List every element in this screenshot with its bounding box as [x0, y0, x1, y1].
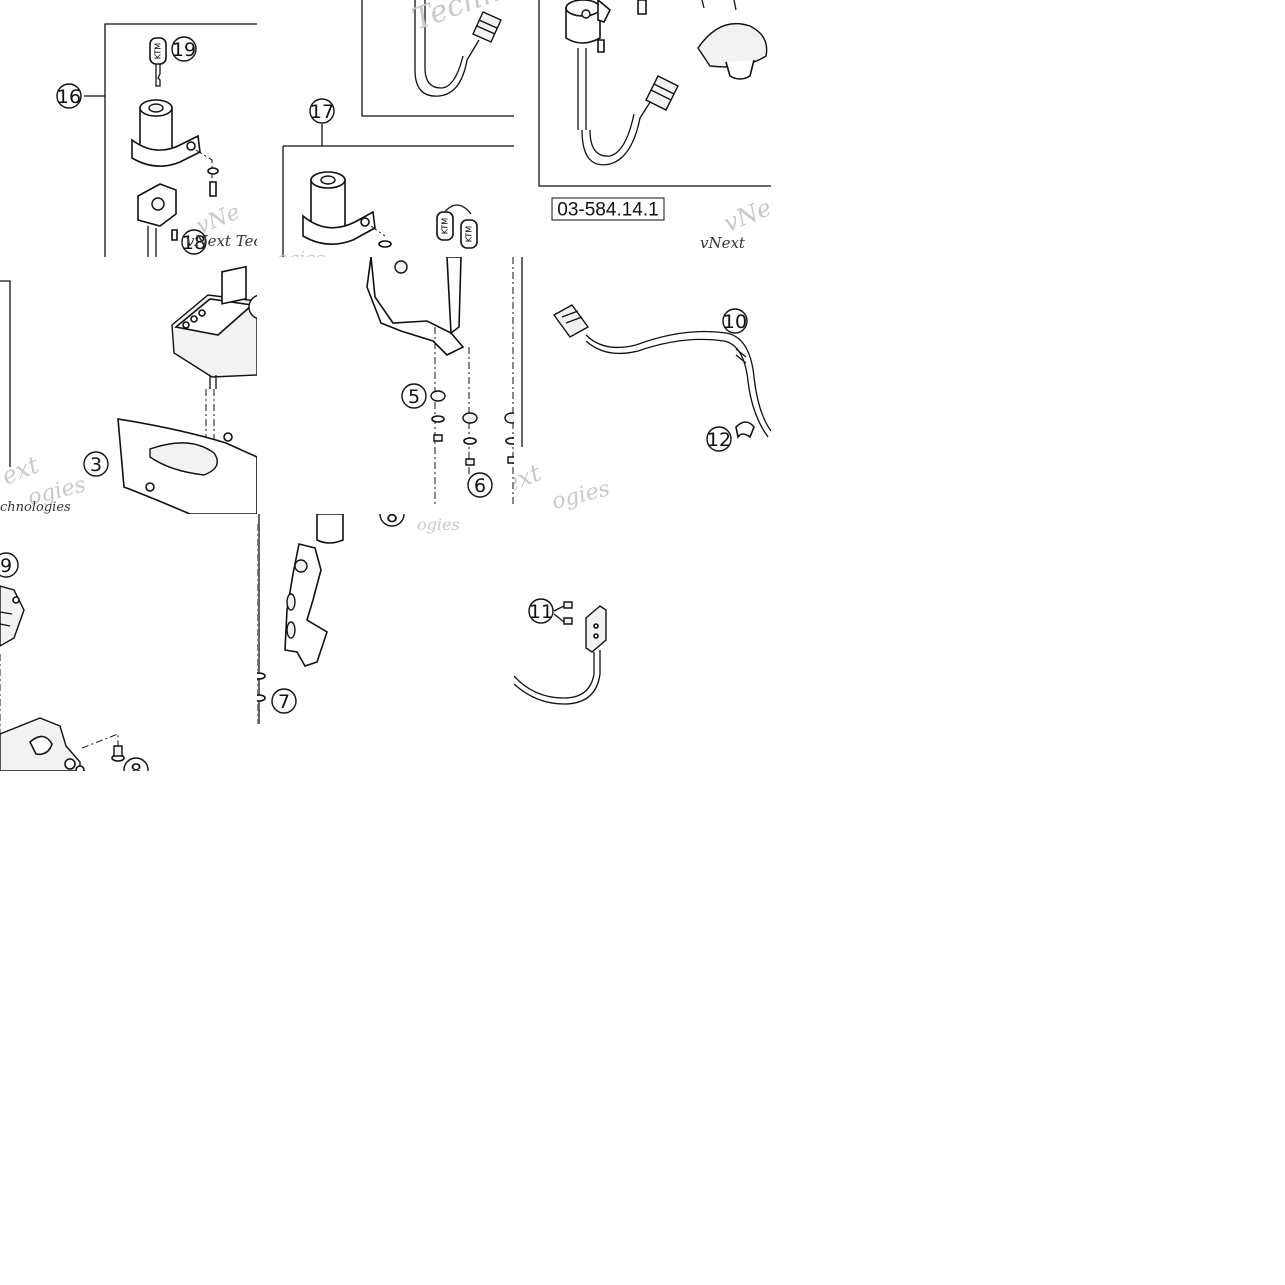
- callout-10: 10: [722, 308, 748, 334]
- cable-clip: [735, 421, 755, 440]
- group-bracket-upper: [361, 0, 514, 117]
- callout-7: 7: [271, 688, 297, 714]
- screw: [111, 745, 125, 762]
- svg-text:7: 7: [278, 691, 290, 713]
- callout-19: 19: [171, 36, 197, 62]
- group-bracket: [104, 23, 257, 257]
- mount-post: [316, 514, 344, 544]
- key-pair-icon: KTM KTM: [436, 204, 478, 249]
- screw: [563, 601, 573, 625]
- washer: [431, 415, 514, 445]
- callout-9-partial: [248, 294, 257, 320]
- svg-text:10: 10: [723, 311, 747, 333]
- svg-text:19: 19: [172, 39, 196, 61]
- svg-text:ext: ext: [514, 458, 545, 498]
- rubber-grommet: [430, 390, 514, 424]
- svg-text:3: 3: [90, 454, 102, 476]
- svg-text:KTM: KTM: [465, 226, 474, 243]
- svg-text:11: 11: [529, 601, 553, 623]
- bracket-base: [0, 717, 85, 771]
- lock-cylinder-17: [302, 171, 376, 245]
- svg-text:ogies: ogies: [549, 476, 612, 514]
- svg-text:16: 16: [57, 86, 81, 108]
- callout-16: 16: [56, 83, 82, 109]
- sensor-cable: [585, 330, 771, 432]
- dashboard-display: [171, 265, 257, 389]
- tile-lock-17: Techno 17 KTM KTM ogies: [257, 0, 514, 257]
- ignition-switch: [137, 183, 177, 257]
- nut: [433, 434, 514, 466]
- svg-text:9: 9: [0, 555, 12, 577]
- dashboard-housing: [0, 585, 25, 647]
- mounting-bracket: [117, 418, 257, 514]
- svg-text:18: 18: [182, 232, 206, 254]
- svg-text:KTM: KTM: [441, 218, 450, 235]
- sensor-module: [565, 0, 611, 130]
- svg-text:vNe: vNe: [720, 193, 771, 237]
- holder-plate-lower: [284, 543, 328, 667]
- svg-text:vNext Technologies: vNext Technologies: [186, 232, 257, 250]
- svg-text:03-584.14.1: 03-584.14.1: [557, 200, 658, 221]
- tile-sensor-11: 11: [514, 514, 771, 771]
- callout-3: 3: [83, 451, 109, 477]
- svg-text:5: 5: [408, 386, 420, 408]
- tile-ignition-lock-16: 16 KTM 19: [0, 0, 257, 257]
- svg-text:ogies: ogies: [417, 515, 460, 534]
- callout-17: 17: [309, 98, 335, 124]
- screw: [637, 0, 647, 15]
- cable-connector: [552, 304, 590, 338]
- group-bracket: [538, 0, 771, 187]
- connector: [472, 11, 502, 43]
- svg-text:8: 8: [386, 514, 398, 527]
- tile-holder-detail: 8 ogies 7: [257, 514, 514, 771]
- callout-11: 11: [528, 598, 554, 624]
- tile-rubber-mounts: 5 6: [257, 257, 514, 514]
- key-icon: KTM: [149, 37, 167, 87]
- svg-text:6: 6: [474, 475, 486, 497]
- sensor-block: [585, 605, 607, 653]
- cable: [414, 0, 480, 97]
- callout-8-top: 8: [379, 514, 405, 527]
- holder-plate: [366, 257, 465, 356]
- callout-8: 8: [123, 757, 149, 771]
- svg-text:17: 17: [310, 101, 334, 123]
- callout-18: 18: [181, 229, 207, 255]
- reference-code-box: 03-584.14.1: [551, 197, 665, 221]
- callout-9: 9: [0, 552, 19, 578]
- svg-text:chnologies: chnologies: [0, 500, 71, 514]
- callout-5: 5: [401, 383, 427, 409]
- svg-text:8: 8: [130, 760, 142, 771]
- callout-12: 12: [706, 426, 732, 452]
- svg-text:vNext: vNext: [700, 234, 746, 252]
- tile-dashboard-detail: 9 8: [0, 514, 257, 771]
- tile-sensor-reference: 03-584.14.1 vNext vNe: [514, 0, 771, 257]
- svg-text:ogies: ogies: [277, 248, 325, 257]
- tile-sensor-cable: 10 12 ext ogies: [514, 257, 771, 514]
- callout-6: 6: [467, 472, 493, 498]
- sensor-cable: [514, 652, 595, 699]
- connector: [645, 75, 679, 111]
- cable: [581, 95, 655, 166]
- tile-dashboard-bracket-3: 3 ext ogies chnologies: [0, 257, 257, 514]
- knob-cap: [697, 22, 768, 80]
- svg-text:12: 12: [707, 429, 731, 451]
- lock-cylinder: [131, 99, 201, 167]
- svg-text:KTM: KTM: [154, 43, 163, 60]
